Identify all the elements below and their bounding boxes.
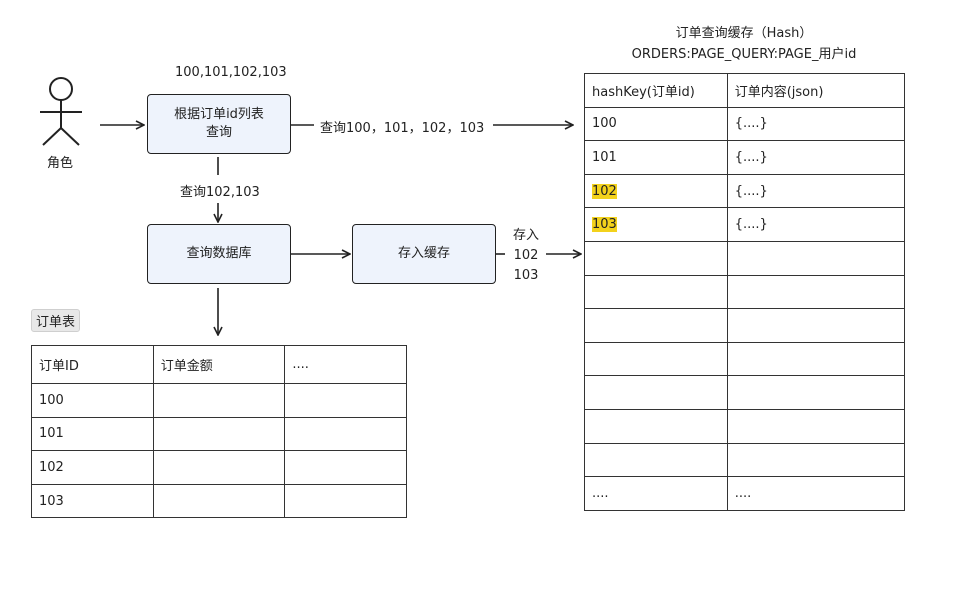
cache-cell: {....} bbox=[726, 207, 906, 242]
order-header-cell: 订单金额 bbox=[152, 345, 286, 384]
cache-cell: {....} bbox=[726, 173, 906, 209]
order-header-cell: 订单ID bbox=[31, 345, 154, 384]
cache-cell bbox=[726, 274, 906, 310]
cache-cell bbox=[726, 308, 906, 343]
order-row: 100 bbox=[31, 383, 407, 418]
cache-cell-text: 订单内容(json) bbox=[734, 84, 824, 100]
cache-row: 103 {....} bbox=[584, 207, 906, 242]
cache-cell: 103 bbox=[584, 207, 728, 242]
cache-cell-text: 103 bbox=[592, 217, 617, 233]
store-cache-node: 存入缓存 bbox=[352, 224, 496, 284]
order-cell bbox=[284, 383, 407, 418]
order-cell bbox=[152, 483, 286, 519]
order-row: 101 bbox=[31, 416, 407, 452]
cache-cell: 102 bbox=[584, 173, 728, 209]
cache-cell-text: {....} bbox=[734, 116, 768, 132]
cache-header-cell: 订单内容(json) bbox=[726, 73, 906, 108]
cache-row bbox=[584, 308, 906, 343]
cache-cell: {....} bbox=[726, 106, 906, 142]
cache-cell: .... bbox=[726, 476, 906, 511]
cache-cell bbox=[584, 375, 728, 410]
actor-figure bbox=[40, 77, 82, 146]
cache-row: 102 {....} bbox=[584, 173, 906, 209]
cache-cell bbox=[584, 408, 728, 444]
order-table-tag: 订单表 bbox=[31, 309, 81, 332]
cache-cell bbox=[726, 240, 906, 276]
order-cell bbox=[284, 416, 407, 452]
cache-cell-text: {....} bbox=[734, 217, 768, 233]
cache-row bbox=[584, 240, 906, 276]
cache-cell: .... bbox=[584, 476, 728, 511]
cache-cell-text: 100 bbox=[592, 116, 617, 132]
order-cell: 102 bbox=[31, 450, 154, 485]
cache-subtitle: ORDERS:PAGE_QUERY:PAGE_用户id bbox=[631, 47, 857, 62]
cache-cell: {....} bbox=[726, 140, 906, 175]
cache-header-cell: hashKey(订单id) bbox=[584, 73, 728, 108]
cache-cell-text: .... bbox=[734, 485, 752, 501]
cache-row: ........ bbox=[584, 476, 906, 511]
cache-row: 100 {....} bbox=[584, 106, 906, 142]
query-cache-label: 查询100，101，102，103 bbox=[320, 121, 485, 136]
cache-cell-text: hashKey(订单id) bbox=[592, 84, 695, 100]
cache-cell bbox=[726, 408, 906, 444]
cache-row bbox=[584, 408, 906, 444]
cache-cell bbox=[584, 442, 728, 478]
order-row: 103 bbox=[31, 483, 407, 519]
cache-cell: 100 bbox=[584, 106, 728, 142]
cache-cell-text: 101 bbox=[592, 149, 617, 165]
cache-cell bbox=[726, 442, 906, 478]
cache-cell-text: .... bbox=[592, 485, 609, 501]
query-database-node: 查询数据库 bbox=[147, 224, 291, 284]
cache-row bbox=[584, 341, 906, 377]
cache-row: 101 {....} bbox=[584, 140, 906, 175]
cache-cell-text: 102 bbox=[592, 183, 617, 199]
cache-table: hashKey(订单id) 订单内容(json) 100 {....} 101 {....… bbox=[584, 73, 906, 511]
order-row: 102 bbox=[31, 450, 407, 485]
order-cell bbox=[284, 483, 407, 519]
order-cell bbox=[152, 416, 286, 452]
order-cell bbox=[284, 450, 407, 485]
cache-header-row: hashKey(订单id) 订单内容(json) bbox=[584, 73, 906, 108]
order-cell: 101 bbox=[31, 416, 154, 452]
cache-cell bbox=[584, 341, 728, 377]
cache-cell-text: {....} bbox=[734, 149, 768, 165]
actor-label: 角色 bbox=[47, 156, 74, 171]
cache-cell: 101 bbox=[584, 140, 728, 175]
order-cell: 103 bbox=[31, 483, 154, 519]
cache-cell bbox=[584, 274, 728, 310]
order-cell: 100 bbox=[31, 383, 154, 418]
cache-cell bbox=[584, 240, 728, 276]
cache-cell bbox=[584, 308, 728, 343]
cache-cell bbox=[726, 375, 906, 410]
cache-cell bbox=[726, 341, 906, 377]
store-ids-label: 存入 102 103 bbox=[512, 228, 539, 283]
order-cell bbox=[152, 450, 286, 485]
order-cell bbox=[152, 383, 286, 418]
query-by-id-list-node: 根据订单id列表 查询 bbox=[147, 94, 291, 154]
query-db-label: 查询102,103 bbox=[180, 185, 260, 200]
cache-row bbox=[584, 442, 906, 478]
cache-row bbox=[584, 274, 906, 310]
cache-title: 订单查询缓存（Hash） bbox=[675, 26, 813, 41]
cache-row bbox=[584, 375, 906, 410]
top-ids-label: 100,101,102,103 bbox=[175, 65, 287, 80]
cache-cell-text: {....} bbox=[734, 183, 768, 199]
order-header-cell: .... bbox=[284, 345, 407, 384]
